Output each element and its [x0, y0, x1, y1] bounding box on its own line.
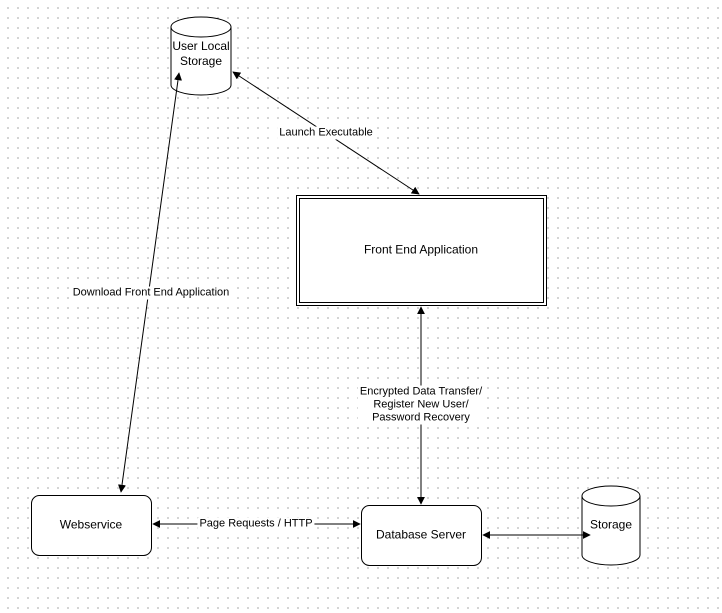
webservice-label: Webservice: [59, 517, 123, 532]
webservice-box[interactable]: [31, 495, 152, 556]
user-local-storage-cylinder[interactable]: [170, 16, 232, 96]
page-requests-label: Page Requests / HTTP: [197, 517, 315, 531]
database-server-box[interactable]: [361, 505, 482, 566]
storage-cylinder[interactable]: [581, 485, 641, 566]
encrypted-data-transfer-label: Encrypted Data Transfer/ Register New Us…: [357, 385, 485, 425]
database-server-label: Database Server: [375, 527, 467, 542]
edge-download-front-end[interactable]: [118, 72, 182, 493]
front-end-application-box[interactable]: [296, 195, 547, 306]
launch-executable-label: Launch Executable: [277, 126, 375, 140]
front-end-application-label: Front End Application: [363, 242, 479, 257]
download-front-end-label: Download Front End Application: [70, 286, 232, 300]
storage-label: Storage: [589, 517, 633, 532]
user-local-storage-label: User Local Storage: [172, 39, 230, 68]
